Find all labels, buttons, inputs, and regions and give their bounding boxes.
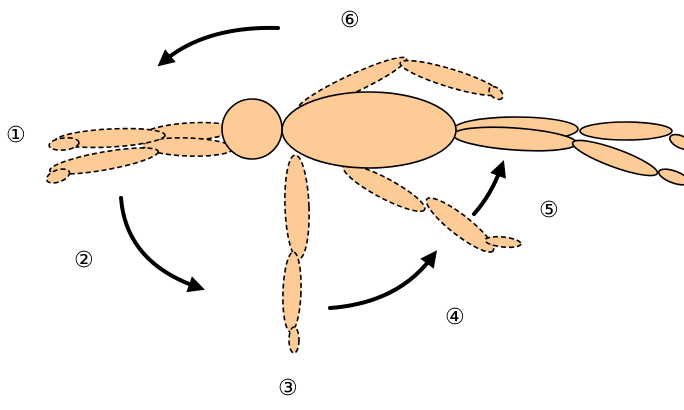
arm-position-pull <box>282 155 311 353</box>
arrow-recovery <box>164 28 278 61</box>
arm-position-push <box>339 158 522 259</box>
foot-upper <box>668 131 684 152</box>
shin-lower <box>570 134 661 182</box>
forearm-pull <box>282 252 303 333</box>
forearm-recovery <box>398 54 503 102</box>
upper-arm-pull <box>283 155 311 260</box>
step-label-4: ④ <box>445 307 465 329</box>
forearm-push <box>421 191 500 258</box>
foot-lower <box>657 166 684 188</box>
torso <box>282 92 456 168</box>
step-label-5: ⑤ <box>539 200 559 222</box>
step-label-6: ⑥ <box>340 10 360 32</box>
shin-upper <box>580 122 672 140</box>
arrow-finish <box>474 168 501 214</box>
arrow-push <box>330 257 432 308</box>
step-label-2: ② <box>74 250 94 272</box>
arm-position-entry <box>45 120 234 186</box>
step-label-3: ③ <box>278 378 298 400</box>
body <box>222 92 456 168</box>
legs <box>452 117 684 188</box>
head <box>222 99 282 159</box>
hand-pull <box>289 327 299 353</box>
step-label-1: ① <box>6 125 26 147</box>
arrow-pull <box>121 198 197 287</box>
